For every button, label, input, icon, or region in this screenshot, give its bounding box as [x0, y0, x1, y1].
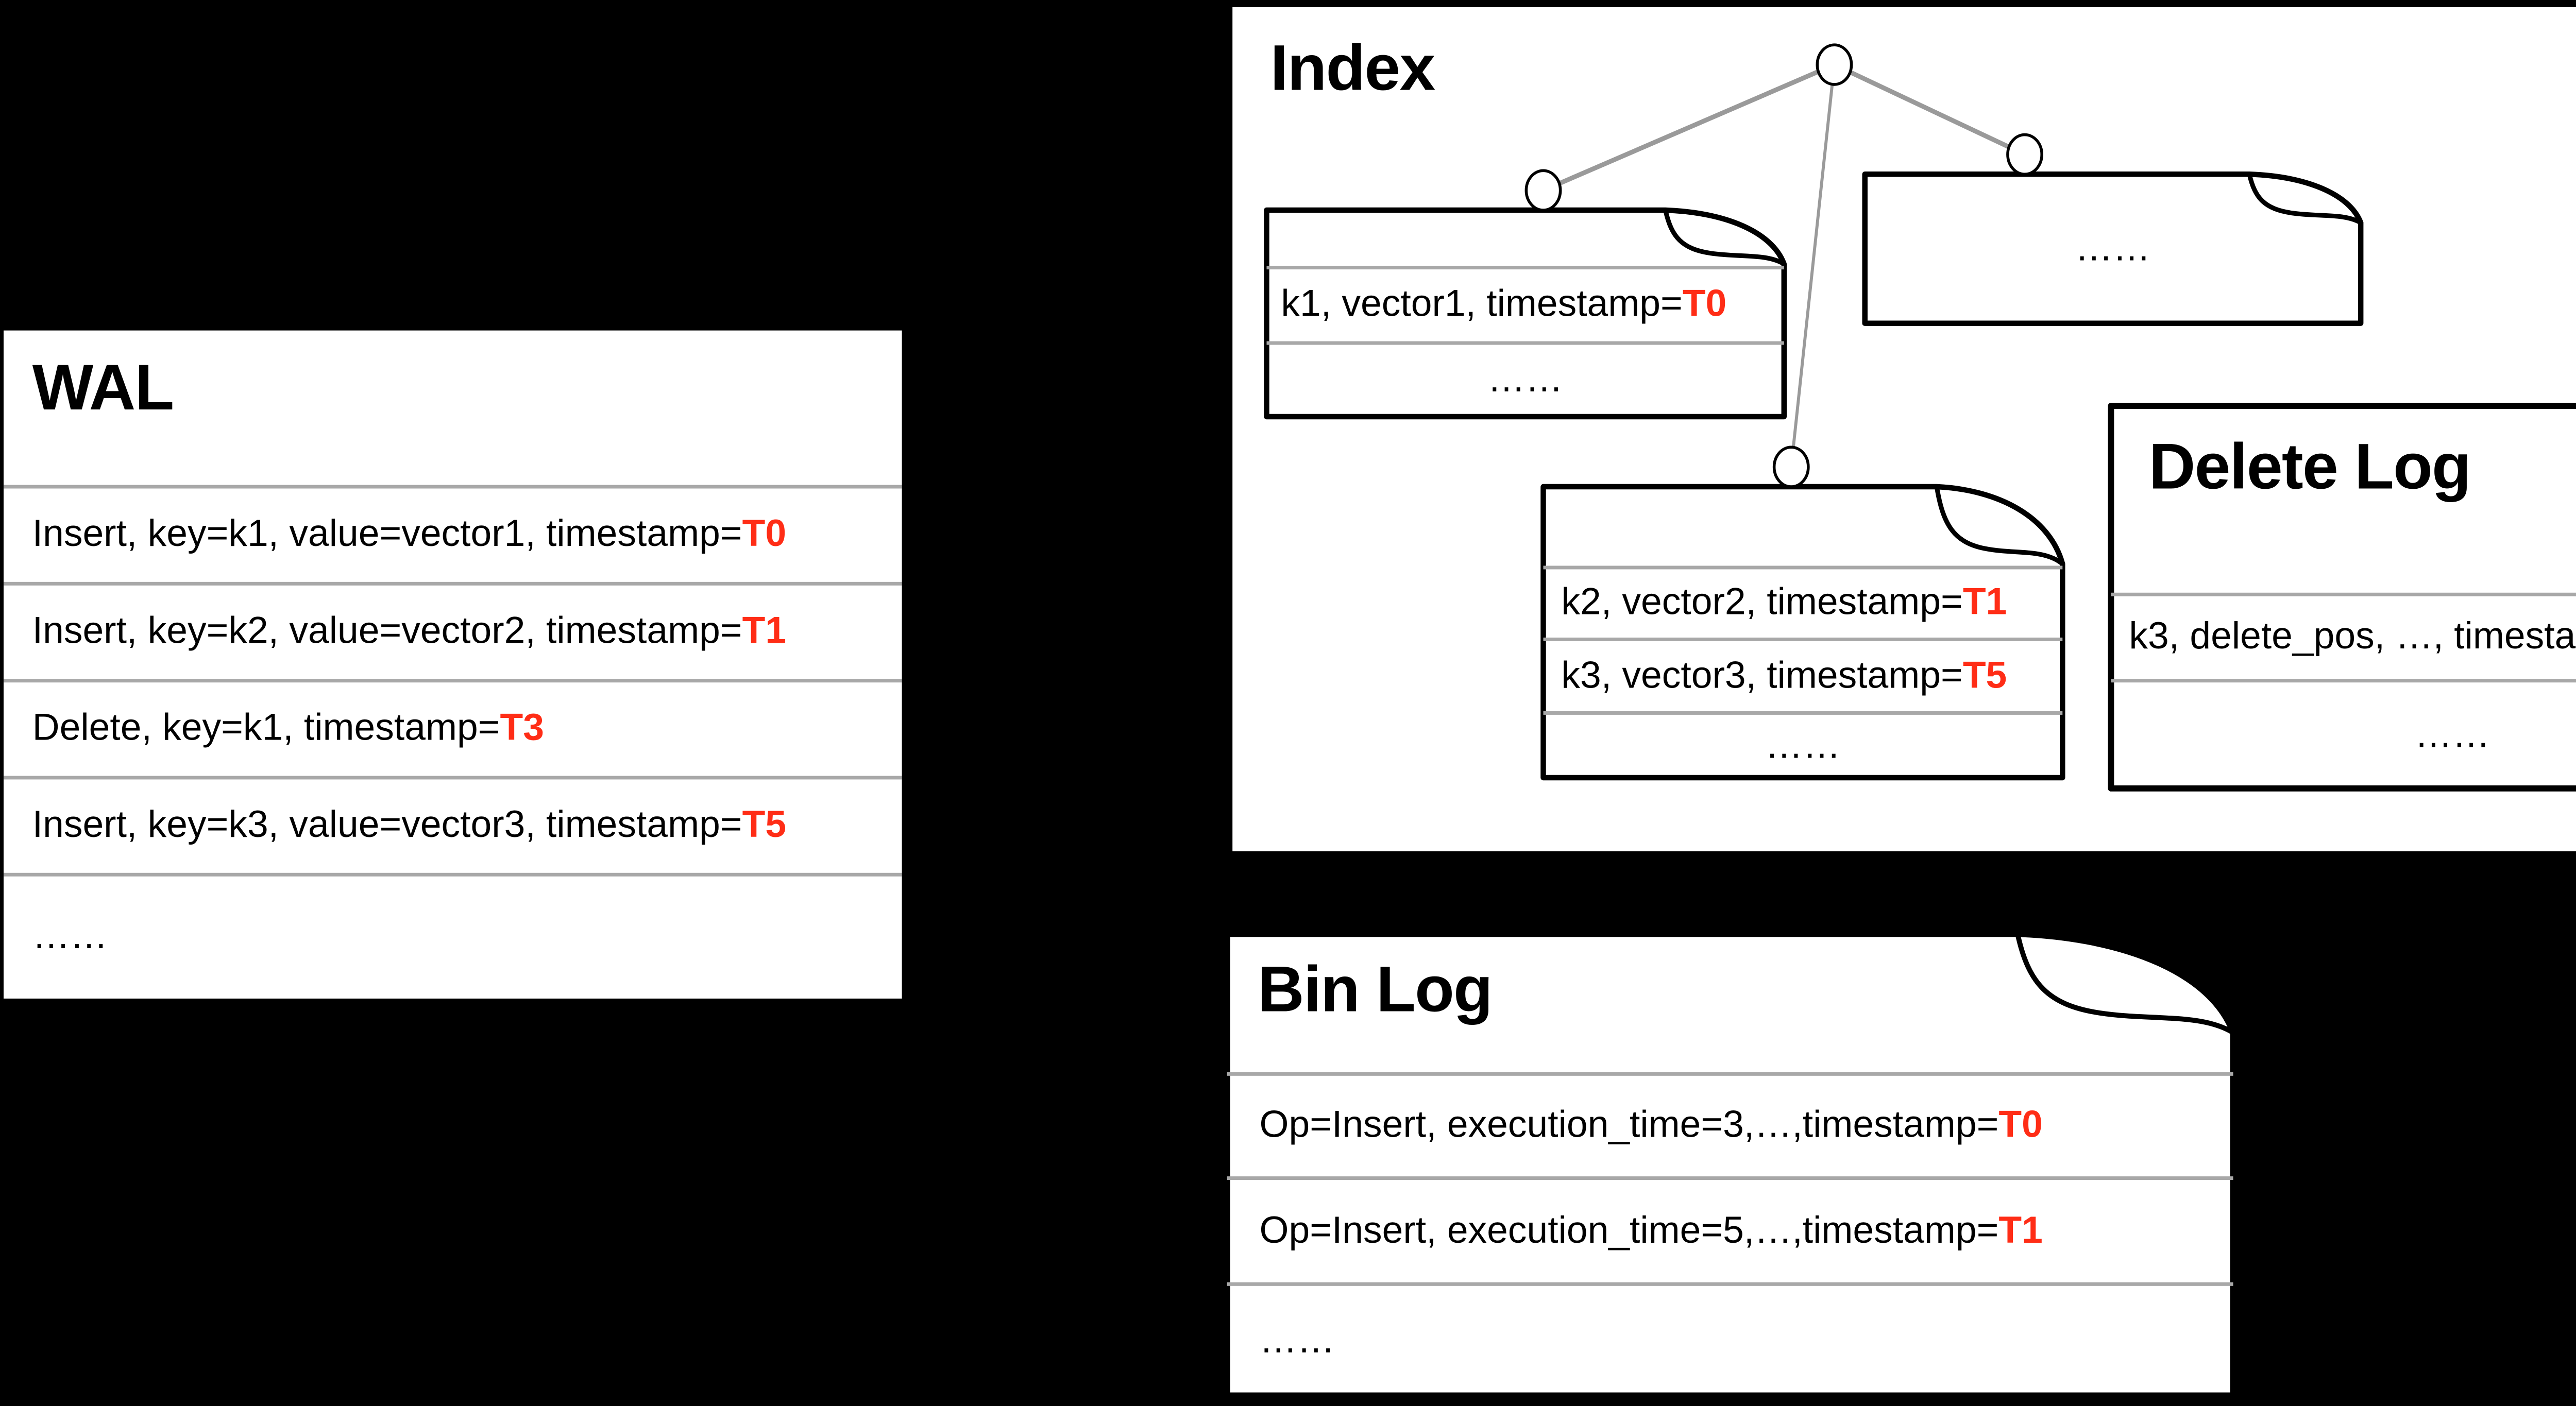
entry-text: k3, vector3, timestamp= — [1561, 655, 1963, 696]
document-shape — [2108, 403, 2576, 792]
segment-content: k2, vector2, timestamp=T1 k3, vector3, t… — [1543, 487, 2063, 778]
log-entry-text: Insert, key=k3, value=vector3, timestamp… — [32, 804, 742, 846]
delete-log-rows: k3, delete_pos, …, timestamp=T3 …… — [2111, 592, 2576, 788]
segment-content: …… — [1865, 174, 2361, 323]
delete-log-doc: Delete Log k3, delete_pos, …, timestamp=… — [2108, 403, 2576, 792]
entry-text: k1, vector1, timestamp= — [1281, 283, 1683, 325]
segment-rows: k2, vector2, timestamp=T1 k3, vector3, t… — [1543, 565, 2063, 778]
delete-log-content: Delete Log k3, delete_pos, …, timestamp=… — [2111, 406, 2576, 788]
document-shape — [1224, 931, 2236, 1399]
entry-text: k2, vector2, timestamp= — [1561, 581, 1963, 624]
segment-more-row: …… — [1266, 341, 1784, 417]
document-shape — [1862, 172, 2364, 326]
ellipsis-text: …… — [2414, 714, 2490, 756]
segment-entry: k1, vector1, timestamp=T0 — [1266, 266, 1784, 341]
log-entry-timestamp: T0 — [742, 513, 787, 555]
bin-log-more-row: …… — [1227, 1282, 2233, 1396]
document-shape — [1540, 484, 2065, 781]
entry-text: k3, delete_pos, …, timestamp= — [2129, 616, 2576, 658]
log-entry-text: Insert, key=k1, value=vector1, timestamp… — [32, 513, 742, 555]
folded-corner-curl — [2015, 933, 2235, 1035]
bin-log-title: Bin Log — [1258, 952, 1493, 1026]
log-entry-timestamp: T1 — [742, 610, 787, 652]
delete-log-more-row: …… — [2111, 679, 2576, 788]
segment-more-row: …… — [1543, 711, 2063, 778]
index-title: Index — [1270, 30, 1435, 105]
entry-timestamp: T1 — [1962, 581, 2007, 624]
folded-corner-curl — [2247, 174, 2362, 225]
ellipsis-text: …… — [2075, 227, 2151, 269]
entry-timestamp: T0 — [1682, 283, 1727, 325]
bin-log-content: Bin Log Op=Insert, execution_time=3,…,ti… — [1227, 934, 2233, 1395]
ellipsis-text: …… — [1765, 725, 1841, 766]
entry-text: Op=Insert, execution_time=5,…,timestamp= — [1259, 1209, 1999, 1251]
entry-text: Op=Insert, execution_time=3,…,timestamp= — [1259, 1104, 1999, 1146]
delete-log-entry: k3, delete_pos, …, timestamp=T3 — [2111, 592, 2576, 679]
wal-log-entry: Insert, key=k3, value=vector3, timestamp… — [3, 776, 902, 872]
folded-corner-curl — [1663, 210, 1786, 266]
segment-content: k1, vector1, timestamp=T0 …… — [1266, 210, 1784, 417]
index-left-segment-doc: k1, vector1, timestamp=T0 …… — [1264, 207, 1787, 420]
wal-rows: Insert, key=k1, value=vector1, timestamp… — [3, 485, 902, 999]
wal-log-entry: Insert, key=k1, value=vector1, timestamp… — [3, 485, 902, 582]
page-outline — [2108, 403, 2576, 792]
ellipsis-text: …… — [1259, 1319, 1335, 1361]
bin-log-rows: Op=Insert, execution_time=3,…,timestamp=… — [1227, 1072, 2233, 1396]
bin-log-doc: Bin Log Op=Insert, execution_time=3,…,ti… — [1224, 931, 2236, 1399]
log-entry-text: Insert, key=k2, value=vector2, timestamp… — [32, 610, 742, 652]
entry-timestamp: T0 — [1998, 1104, 2043, 1146]
bin-log-entry: Op=Insert, execution_time=3,…,timestamp=… — [1227, 1072, 2233, 1176]
index-right-segment-doc: …… — [1862, 172, 2364, 326]
entry-timestamp: T5 — [1962, 655, 2007, 696]
folded-corner-curl — [1934, 486, 2064, 566]
wal-panel: WAL Insert, key=k1, value=vector1, times… — [3, 330, 902, 999]
ellipsis-text: …… — [1487, 359, 1563, 401]
log-entry-timestamp: T5 — [742, 804, 787, 846]
segment-entry: k3, vector3, timestamp=T5 — [1543, 637, 2063, 711]
wal-log-entry: Delete, key=k1, timestamp=T3 — [3, 679, 902, 776]
wal-more-row: …… — [3, 872, 902, 999]
entry-timestamp: T1 — [1998, 1209, 2043, 1251]
index-mid-segment-doc: k2, vector2, timestamp=T1 k3, vector3, t… — [1540, 484, 2065, 781]
segment-entry: k2, vector2, timestamp=T1 — [1543, 565, 2063, 637]
log-entry-text: Delete, key=k1, timestamp= — [32, 707, 500, 749]
delete-log-title: Delete Log — [2148, 429, 2471, 503]
log-entry-timestamp: T3 — [500, 707, 544, 749]
page-outline — [1224, 931, 2236, 1399]
segment-rows: k1, vector1, timestamp=T0 …… — [1266, 266, 1784, 417]
wal-log-entry: Insert, key=k2, value=vector2, timestamp… — [3, 581, 902, 679]
document-shape — [1264, 207, 1787, 420]
wal-title: WAL — [32, 350, 174, 424]
ellipsis-text: …… — [32, 916, 108, 957]
bin-log-entry: Op=Insert, execution_time=5,…,timestamp=… — [1227, 1176, 2233, 1282]
